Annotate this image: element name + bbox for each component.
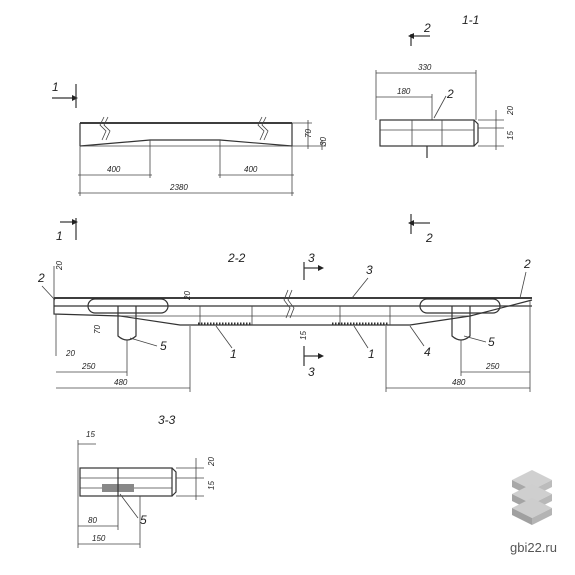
section-3-3: 3-3 15 20 15 80 150 5 bbox=[77, 413, 216, 548]
stack-logo-icon bbox=[512, 470, 552, 525]
dim-20: 20 bbox=[506, 106, 515, 116]
callout-4: 4 bbox=[424, 345, 431, 359]
section-title: 3-3 bbox=[158, 413, 176, 427]
watermark: gbi22.ru bbox=[510, 470, 557, 555]
dim-20-bottom: 20 bbox=[65, 349, 75, 358]
dim-400-left: 400 bbox=[107, 165, 121, 174]
dim-15-top: 15 bbox=[86, 430, 95, 439]
section-title: 2-2 bbox=[227, 251, 246, 265]
break-mark-right-2 bbox=[261, 116, 269, 141]
section-arrow-2: 2 bbox=[408, 214, 433, 245]
section-2-2: 2-2 3 2 2 3 1 1 bbox=[37, 251, 533, 392]
beam-bottom-edge bbox=[79, 139, 293, 147]
dim-480-left: 480 bbox=[114, 378, 128, 387]
slot-right bbox=[419, 298, 501, 314]
callout-2: 2 bbox=[446, 87, 454, 101]
dim-180: 180 bbox=[397, 87, 411, 96]
dim-250-right: 250 bbox=[485, 362, 500, 371]
callout-5-right: 5 bbox=[488, 335, 495, 349]
label-2-right: 2 bbox=[523, 257, 531, 271]
watermark-text: gbi22.ru bbox=[510, 540, 557, 555]
callout-3: 3 bbox=[366, 263, 373, 277]
cut-mark: 2 bbox=[423, 21, 431, 35]
dim-20-mid: 20 bbox=[183, 291, 192, 301]
dim-400-right: 400 bbox=[244, 165, 258, 174]
dim-15-right: 15 bbox=[207, 481, 216, 490]
hanger-5-right bbox=[451, 306, 471, 341]
dim-20-top: 20 bbox=[55, 261, 64, 271]
leader bbox=[351, 277, 369, 299]
dim-15: 15 bbox=[506, 131, 515, 140]
section-mark: 1 bbox=[52, 80, 59, 94]
arrow-head bbox=[408, 33, 414, 39]
break-mark-left-2 bbox=[103, 116, 111, 141]
dim-80: 80 bbox=[88, 516, 97, 525]
dim-480-right: 480 bbox=[452, 378, 466, 387]
callout-1-left: 1 bbox=[230, 347, 237, 361]
hanger-5-left bbox=[117, 306, 137, 341]
arrow-head bbox=[318, 265, 324, 271]
cut-mark: 2 bbox=[425, 231, 433, 245]
slot-left bbox=[87, 298, 169, 314]
section-mark: 1 bbox=[56, 229, 63, 243]
leader bbox=[41, 285, 56, 301]
section-body bbox=[79, 467, 173, 497]
leader bbox=[129, 337, 158, 347]
arrow-head bbox=[318, 353, 324, 359]
dim-70: 70 bbox=[304, 129, 313, 138]
cut-mark: 3 bbox=[308, 251, 315, 265]
dim-330: 330 bbox=[418, 63, 432, 72]
section-right-edge bbox=[473, 119, 479, 147]
section-title: 1-1 bbox=[462, 13, 479, 27]
arrow-head bbox=[72, 95, 78, 101]
break-mark bbox=[283, 289, 291, 319]
cut-mark: 3 bbox=[308, 365, 315, 379]
callout-5-left: 5 bbox=[160, 339, 167, 353]
leader bbox=[215, 325, 233, 349]
section-body bbox=[379, 119, 475, 147]
label-2-left: 2 bbox=[37, 271, 45, 285]
callout-1-right: 1 bbox=[368, 347, 375, 361]
leader bbox=[353, 325, 369, 349]
dim-15: 15 bbox=[299, 331, 308, 340]
leader bbox=[463, 335, 487, 343]
break-mark bbox=[287, 289, 295, 319]
break-mark-right bbox=[257, 116, 265, 141]
leader bbox=[433, 95, 447, 119]
leader bbox=[409, 325, 425, 347]
dim-70: 70 bbox=[93, 325, 102, 334]
dim-20: 20 bbox=[207, 457, 216, 467]
top-view: 1 70 30 400 400 2380 1 bbox=[52, 80, 328, 243]
section-1-1: 1-1 2 330 180 2 20 15 bbox=[375, 13, 515, 158]
section-right-edge bbox=[171, 467, 177, 497]
dim-30: 30 bbox=[319, 137, 328, 146]
dim-250-left: 250 bbox=[81, 362, 96, 371]
arrow-head bbox=[72, 219, 78, 225]
leader bbox=[519, 271, 527, 299]
dim-150: 150 bbox=[92, 534, 106, 543]
arrow-head bbox=[408, 220, 414, 226]
dim-2380: 2380 bbox=[169, 183, 188, 192]
break-mark-left bbox=[99, 116, 107, 141]
leader bbox=[119, 493, 139, 519]
callout-5: 5 bbox=[140, 513, 147, 527]
